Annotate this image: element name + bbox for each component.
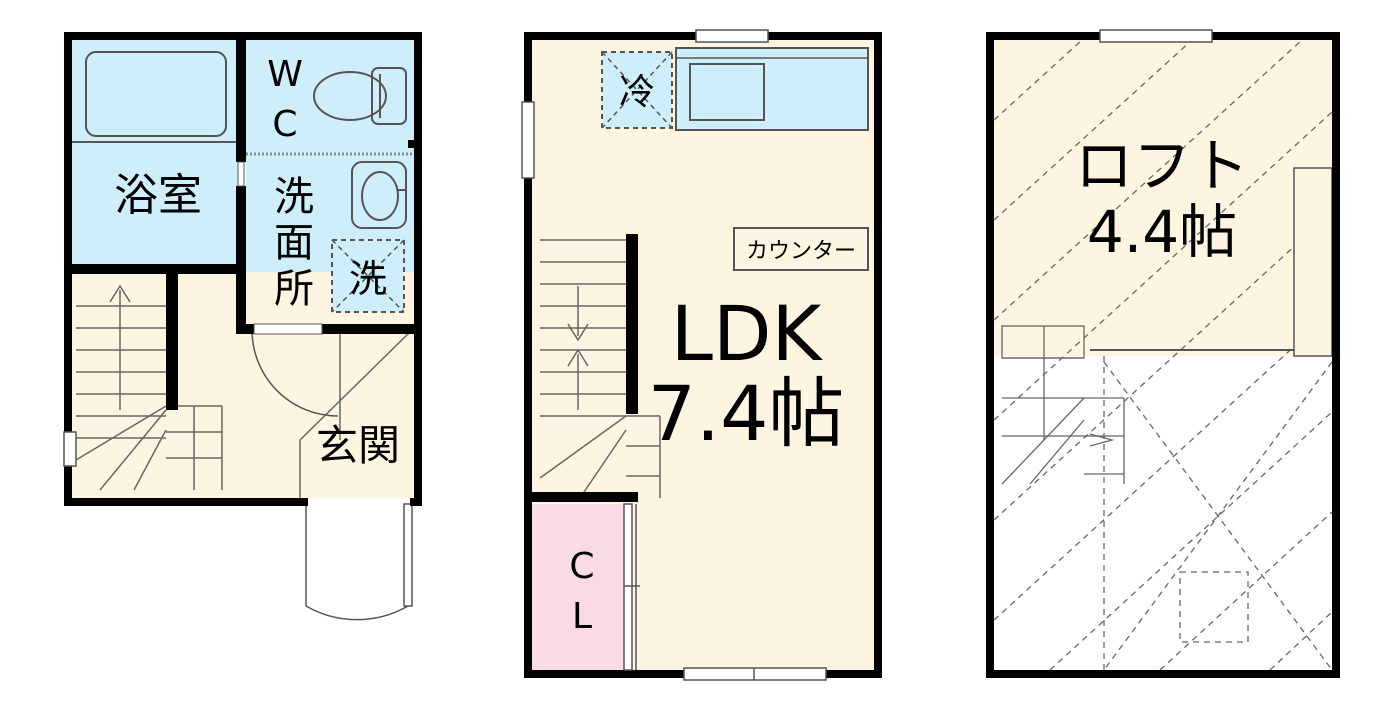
void-area xyxy=(994,356,1332,670)
sink-icon xyxy=(689,63,765,121)
void-cross xyxy=(1103,356,1333,671)
staircase-1 xyxy=(75,284,223,491)
floor-1-walls xyxy=(64,32,422,506)
entrance-label: 玄関 xyxy=(316,421,400,470)
closet-area xyxy=(532,504,628,670)
washroom-label-2: 面 xyxy=(274,220,314,266)
loft-name: ロフト xyxy=(1075,132,1249,200)
bath-area xyxy=(72,40,240,272)
ldk-size: 7.4帖 xyxy=(648,369,845,458)
ldk-name: LDK xyxy=(671,289,824,378)
entrance-door-swing xyxy=(305,504,409,621)
closet-label-l: L xyxy=(572,596,592,637)
staircase-2 xyxy=(539,239,661,499)
counter-label: カウンター xyxy=(746,239,856,264)
wc-label-c: C xyxy=(272,104,297,145)
counter-box xyxy=(733,227,869,271)
washroom-label-1: 洗 xyxy=(274,174,314,220)
loft-hatching xyxy=(993,39,1333,671)
fridge-space xyxy=(601,51,673,129)
loft-stairs xyxy=(1001,325,1125,485)
washbasin-icon xyxy=(351,161,407,229)
loft-floor: ロフト 4.4帖 xyxy=(986,29,1340,678)
washroom-label-3: 所 xyxy=(274,266,314,312)
bath-label: 浴室 xyxy=(114,170,202,221)
loft-size: 4.4帖 xyxy=(1087,198,1237,266)
floor-2: 冷 カウンター LDK 7.4帖 C L xyxy=(521,29,882,681)
fridge-label: 冷 xyxy=(619,72,655,113)
washer-label: 洗 xyxy=(349,257,387,301)
entrance-step xyxy=(299,331,411,498)
toilet-icon xyxy=(313,67,407,125)
floor-1: 浴室 W C 洗 面 所 洗 玄関 xyxy=(63,32,422,621)
washer-pan xyxy=(331,239,405,313)
bathtub xyxy=(85,51,227,137)
closet-label-c: C xyxy=(569,546,594,587)
wc-label-w: W xyxy=(267,54,303,95)
loft-area xyxy=(994,40,1332,356)
